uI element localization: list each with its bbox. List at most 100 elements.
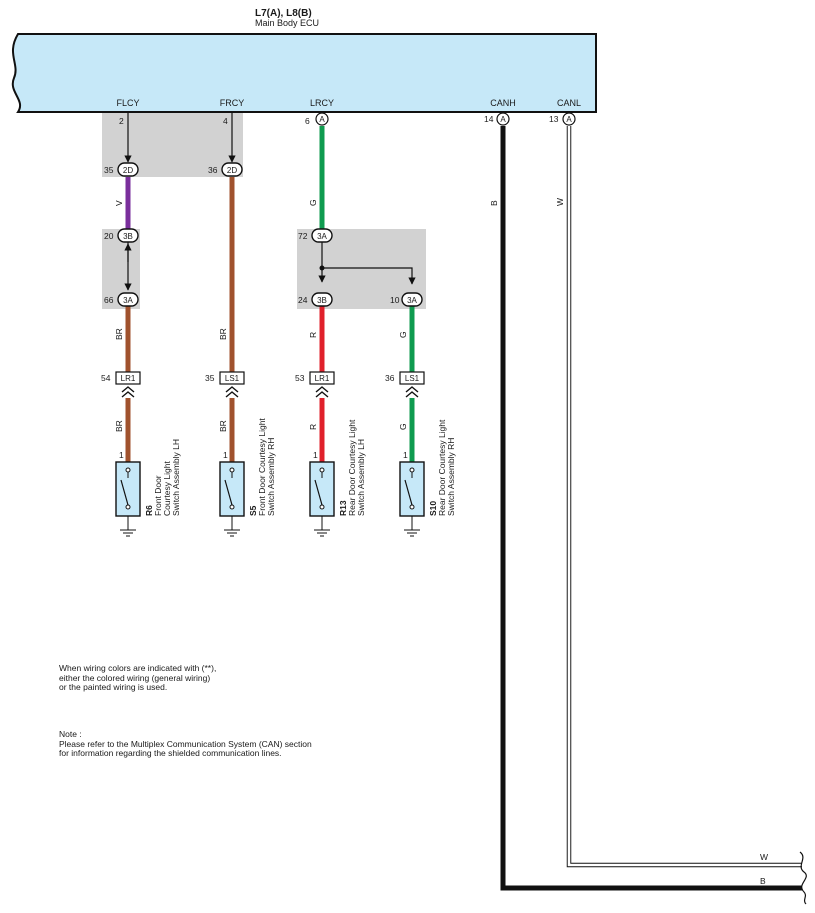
connector-code: LR1 bbox=[315, 374, 330, 383]
frcy-pin: 4 bbox=[223, 116, 228, 126]
inline-connectors: 54 LR1 35 LS1 53 LR1 36 LS1 bbox=[101, 371, 425, 398]
connector-54-lr1: 54 LR1 bbox=[101, 371, 141, 398]
switch-desc: Front Door Courtesy Light bbox=[257, 418, 267, 516]
connector-code: 3A bbox=[407, 296, 417, 305]
wire-label-g: G bbox=[398, 423, 408, 430]
switch-desc: Courtesy Light bbox=[162, 461, 172, 516]
connector-pin: 35 bbox=[205, 373, 215, 383]
switch-s5: 1 bbox=[219, 450, 245, 537]
connector-pin: 36 bbox=[385, 373, 395, 383]
wire-label-w: W bbox=[760, 852, 768, 862]
switch-r13: 1 bbox=[309, 450, 335, 537]
lrcy-pin: 6 bbox=[305, 116, 310, 126]
connector-66-3a: 66 3A bbox=[104, 292, 139, 307]
switch-desc: Front Door bbox=[153, 475, 163, 516]
note-line: or the painted wiring is used. bbox=[59, 682, 168, 692]
connector-20-3b: 20 3B bbox=[104, 228, 139, 243]
wire-label-br: BR bbox=[218, 328, 228, 340]
switch-desc: Switch Assembly LH bbox=[356, 439, 366, 516]
connector-code: 2D bbox=[227, 166, 237, 175]
switch-desc: Switch Assembly RH bbox=[446, 438, 456, 516]
connector-35-ls1: 35 LS1 bbox=[205, 371, 245, 398]
flcy-circuit: 2 V BR BR bbox=[114, 112, 132, 462]
switch-pin: 1 bbox=[403, 450, 408, 460]
connector-code: 3B bbox=[317, 296, 327, 305]
lrcy-connector-a: A bbox=[315, 112, 329, 126]
lrcy-circuit: 6 G R R G G bbox=[305, 116, 416, 462]
connector-72-3a: 72 3A bbox=[298, 228, 333, 243]
canl-conn: A bbox=[566, 115, 572, 124]
svg-text:S10: S10 bbox=[428, 501, 438, 516]
wire-label-w: W bbox=[555, 198, 565, 206]
wire-label-br: BR bbox=[218, 420, 228, 432]
wire-label-r: R bbox=[308, 332, 318, 338]
can-lines: 14 A B B 13 A W W bbox=[484, 112, 807, 905]
connector-pills: 35 2D 36 2D 20 3B 66 3A 72 3A 24 3B bbox=[104, 162, 423, 307]
ecu-box bbox=[11, 33, 597, 113]
connector-code: 3A bbox=[317, 232, 327, 241]
connector-24-3b: 24 3B bbox=[298, 292, 333, 307]
note-line: either the colored wiring (general wirin… bbox=[59, 672, 211, 683]
terminal-flcy-label: FLCY bbox=[116, 98, 139, 108]
switch-desc: Switch Assembly LH bbox=[171, 439, 181, 516]
svg-text:R6: R6 bbox=[144, 505, 154, 516]
connector-pin: 72 bbox=[298, 231, 308, 241]
switch-desc: Switch Assembly RH bbox=[266, 438, 276, 516]
wire-label-v: V bbox=[114, 200, 124, 206]
switch-code: S5 bbox=[248, 505, 258, 516]
connector-pin: 20 bbox=[104, 231, 114, 241]
canh-conn: A bbox=[500, 115, 506, 124]
terminal-frcy-label: FRCY bbox=[220, 98, 245, 108]
connector-code: LR1 bbox=[121, 374, 136, 383]
wire-canh-black bbox=[500, 126, 802, 891]
connector-code: 3B bbox=[123, 232, 133, 241]
note-title: Note : bbox=[59, 729, 82, 739]
canl-pin: 13 bbox=[549, 114, 559, 124]
switch-pin: 1 bbox=[119, 450, 124, 460]
note-line: for information regarding the shielded c… bbox=[59, 748, 282, 758]
switch-desc: Rear Door Courtesy Light bbox=[437, 419, 447, 516]
main-body-ecu: L7(A), L8(B) Main Body ECU FLCY FRCY LRC… bbox=[11, 8, 597, 113]
connector-36-2d: 36 2D bbox=[208, 162, 243, 177]
terminal-canh-label: CANH bbox=[490, 98, 516, 108]
wire-label-br: BR bbox=[114, 420, 124, 432]
connector-pin: 54 bbox=[101, 373, 111, 383]
wire-label-r: R bbox=[308, 424, 318, 430]
switch-code: S10 bbox=[428, 501, 438, 516]
connector-code: LS1 bbox=[225, 374, 240, 383]
wire-canl-white bbox=[566, 126, 802, 868]
flcy-pin: 2 bbox=[119, 116, 124, 126]
connector-36-ls1: 36 LS1 bbox=[385, 371, 425, 398]
terminal-lrcy-label: LRCY bbox=[310, 98, 334, 108]
connector-pin: 66 bbox=[104, 295, 114, 305]
switch-desc: Rear Door Courtesy Light bbox=[347, 419, 357, 516]
connector-35-2d: 35 2D bbox=[104, 162, 139, 177]
switch-pin: 1 bbox=[223, 450, 228, 460]
svg-text:S5: S5 bbox=[248, 505, 258, 516]
wiring-color-note: When wiring colors are indicated with (*… bbox=[59, 663, 216, 693]
can-shield-note: Note : Please refer to the Multiplex Com… bbox=[59, 729, 312, 759]
canh-pin: 14 bbox=[484, 114, 494, 124]
wire-label-b: B bbox=[489, 200, 499, 206]
switch-code: R13 bbox=[338, 500, 348, 516]
switch-code: R6 bbox=[144, 505, 154, 516]
connector-pin: 53 bbox=[295, 373, 305, 383]
connector-code: 2D bbox=[123, 166, 133, 175]
lrcy-conn: A bbox=[319, 115, 325, 124]
switch-r13-label: R13 Rear Door Courtesy Light Switch Asse… bbox=[338, 419, 366, 516]
ecu-name-label: Main Body ECU bbox=[255, 18, 319, 28]
terminal-canl-label: CANL bbox=[557, 98, 581, 108]
switch-r6: 1 bbox=[115, 450, 141, 537]
switch-r6-label: R6 Front Door Courtesy Light Switch Asse… bbox=[144, 439, 181, 516]
wire-label-b: B bbox=[760, 876, 766, 886]
switch-s10-label: S10 Rear Door Courtesy Light Switch Asse… bbox=[428, 419, 456, 516]
connector-53-lr1: 53 LR1 bbox=[295, 371, 335, 398]
switch-s5-label: S5 Front Door Courtesy Light Switch Asse… bbox=[248, 418, 276, 516]
connector-pin: 24 bbox=[298, 295, 308, 305]
connector-pin: 36 bbox=[208, 165, 218, 175]
ecu-connectors-label: L7(A), L8(B) bbox=[255, 8, 312, 19]
switch-s10: 1 bbox=[399, 450, 425, 537]
connector-pin: 10 bbox=[390, 295, 400, 305]
svg-text:R13: R13 bbox=[338, 500, 348, 516]
